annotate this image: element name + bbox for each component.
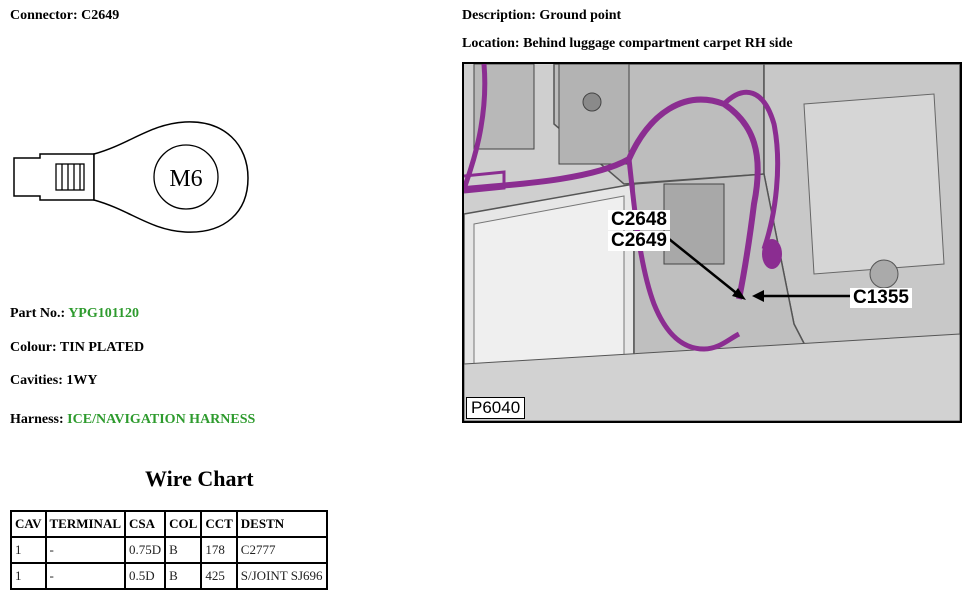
ring-terminal-diagram: M6 xyxy=(13,121,249,233)
colour-label: Colour: xyxy=(10,340,57,355)
cavities-value: 1WY xyxy=(66,373,98,388)
image-reference-label: P6040 xyxy=(466,397,526,419)
cell-col: B xyxy=(164,562,203,590)
description-label: Description: xyxy=(462,8,536,23)
part-no-label: Part No.: xyxy=(10,306,66,321)
cavities-line: Cavities: 1WY xyxy=(10,373,98,389)
connector-label: Connector: xyxy=(10,8,78,23)
colour-line: Colour: TIN PLATED xyxy=(10,340,144,356)
cell-cct: 178 xyxy=(200,536,238,564)
location-value: Behind luggage compartment carpet RH sid… xyxy=(523,36,793,51)
wire-chart-title: Wire Chart xyxy=(145,466,254,491)
harness-line: Harness: ICE/NAVIGATION HARNESS xyxy=(10,412,255,428)
cell-csa: 0.5D xyxy=(124,562,167,590)
header-col: COL xyxy=(164,510,203,538)
callout-c2648: C2648 xyxy=(608,210,670,230)
cell-terminal: - xyxy=(44,562,127,590)
cell-cct: 425 xyxy=(200,562,238,590)
part-no-line: Part No.: YPG101120 xyxy=(10,306,139,322)
colour-value: TIN PLATED xyxy=(59,340,145,355)
callout-c2649: C2649 xyxy=(608,231,670,251)
callout-c1355: C1355 xyxy=(850,288,912,308)
header-destn: DESTN xyxy=(235,510,328,538)
header-cct: CCT xyxy=(200,510,238,538)
header-terminal: TERMINAL xyxy=(44,510,127,538)
cell-csa: 0.75D xyxy=(124,536,167,564)
cavities-label: Cavities: xyxy=(10,373,63,388)
header-cav: CAV xyxy=(10,510,47,538)
table-header-row: CAV TERMINAL CSA COL CCT DESTN xyxy=(10,510,328,538)
location-illustration: C2648 C2649 C1355 P6040 xyxy=(462,62,962,423)
wire-chart-table: CAV TERMINAL CSA COL CCT DESTN 1 - 0.75D… xyxy=(10,510,328,590)
harness-label: Harness: xyxy=(10,412,64,427)
connector-value: C2649 xyxy=(81,8,120,23)
cell-destn: S/JOINT SJ696 xyxy=(235,562,328,590)
cell-col: B xyxy=(164,536,203,564)
cell-cav: 1 xyxy=(10,536,47,564)
header-csa: CSA xyxy=(124,510,167,538)
description-value: Ground point xyxy=(539,8,622,23)
cell-terminal: - xyxy=(44,536,127,564)
connector-line: Connector: C2649 xyxy=(10,8,119,24)
vehicle-panel-drawing xyxy=(464,64,960,421)
cell-cav: 1 xyxy=(10,562,47,590)
location-label: Location: xyxy=(462,36,520,51)
stud-size-text: M6 xyxy=(169,166,202,192)
description-line: Description: Ground point xyxy=(462,8,621,24)
part-no-value: YPG101120 xyxy=(68,306,139,321)
table-row: 1 - 0.5D B 425 S/JOINT SJ696 xyxy=(10,562,328,590)
table-row: 1 - 0.75D B 178 C2777 xyxy=(10,536,328,564)
location-line: Location: Behind luggage compartment car… xyxy=(462,36,793,52)
harness-value: ICE/NAVIGATION HARNESS xyxy=(67,412,256,427)
cell-destn: C2777 xyxy=(235,536,328,564)
